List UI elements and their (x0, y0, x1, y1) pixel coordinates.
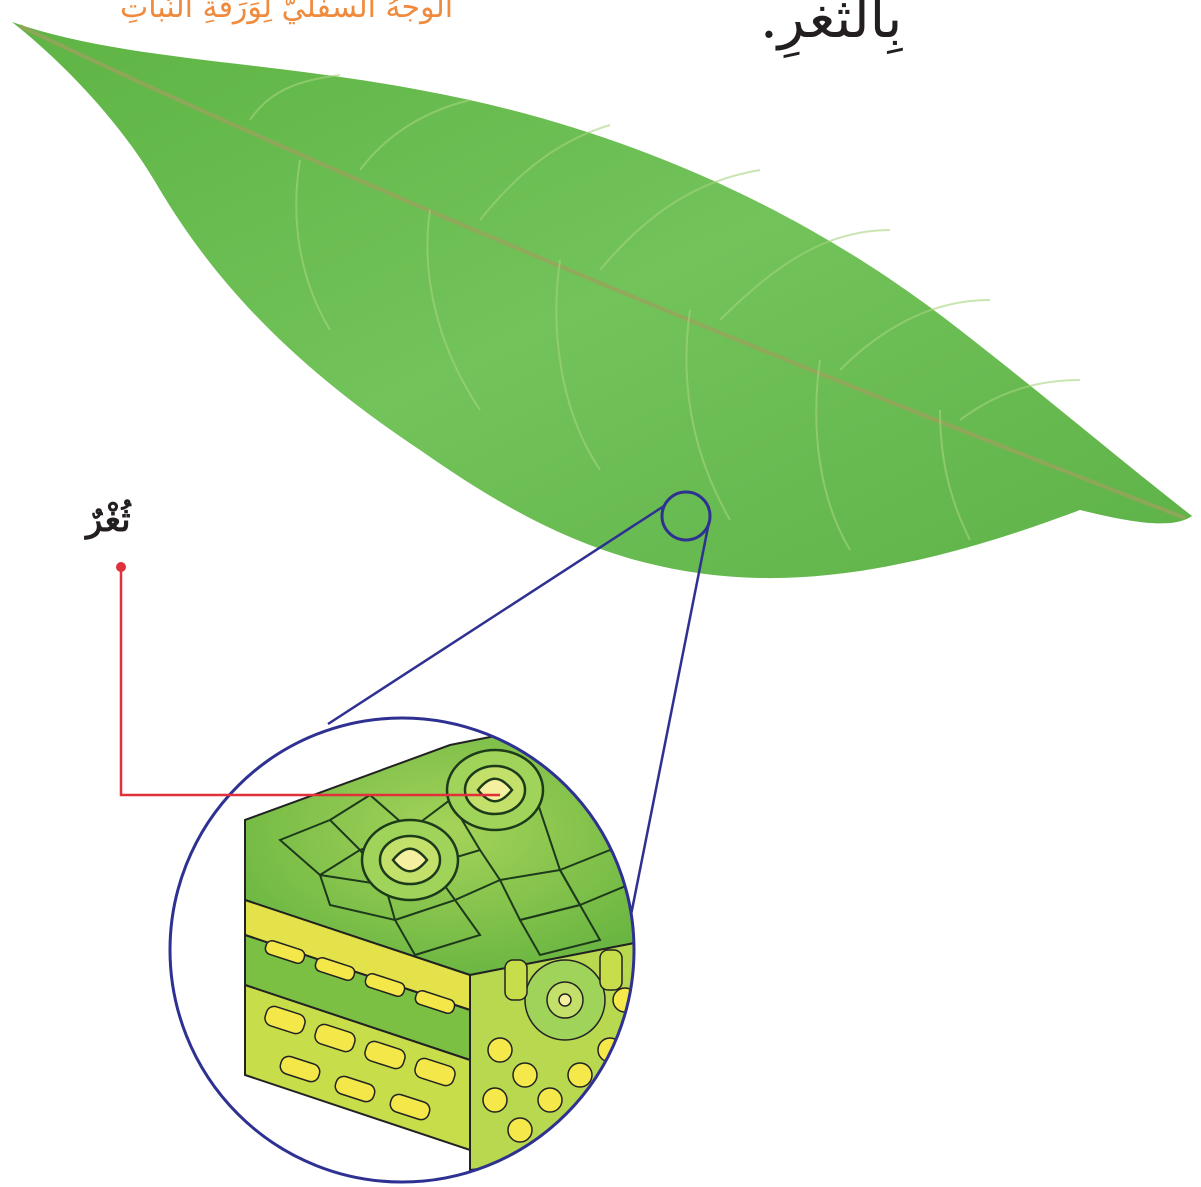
leaf (12, 22, 1192, 578)
zoom-line-left (328, 506, 664, 724)
zoom-line-right (630, 522, 709, 920)
magnified-tissue (160, 710, 650, 1187)
